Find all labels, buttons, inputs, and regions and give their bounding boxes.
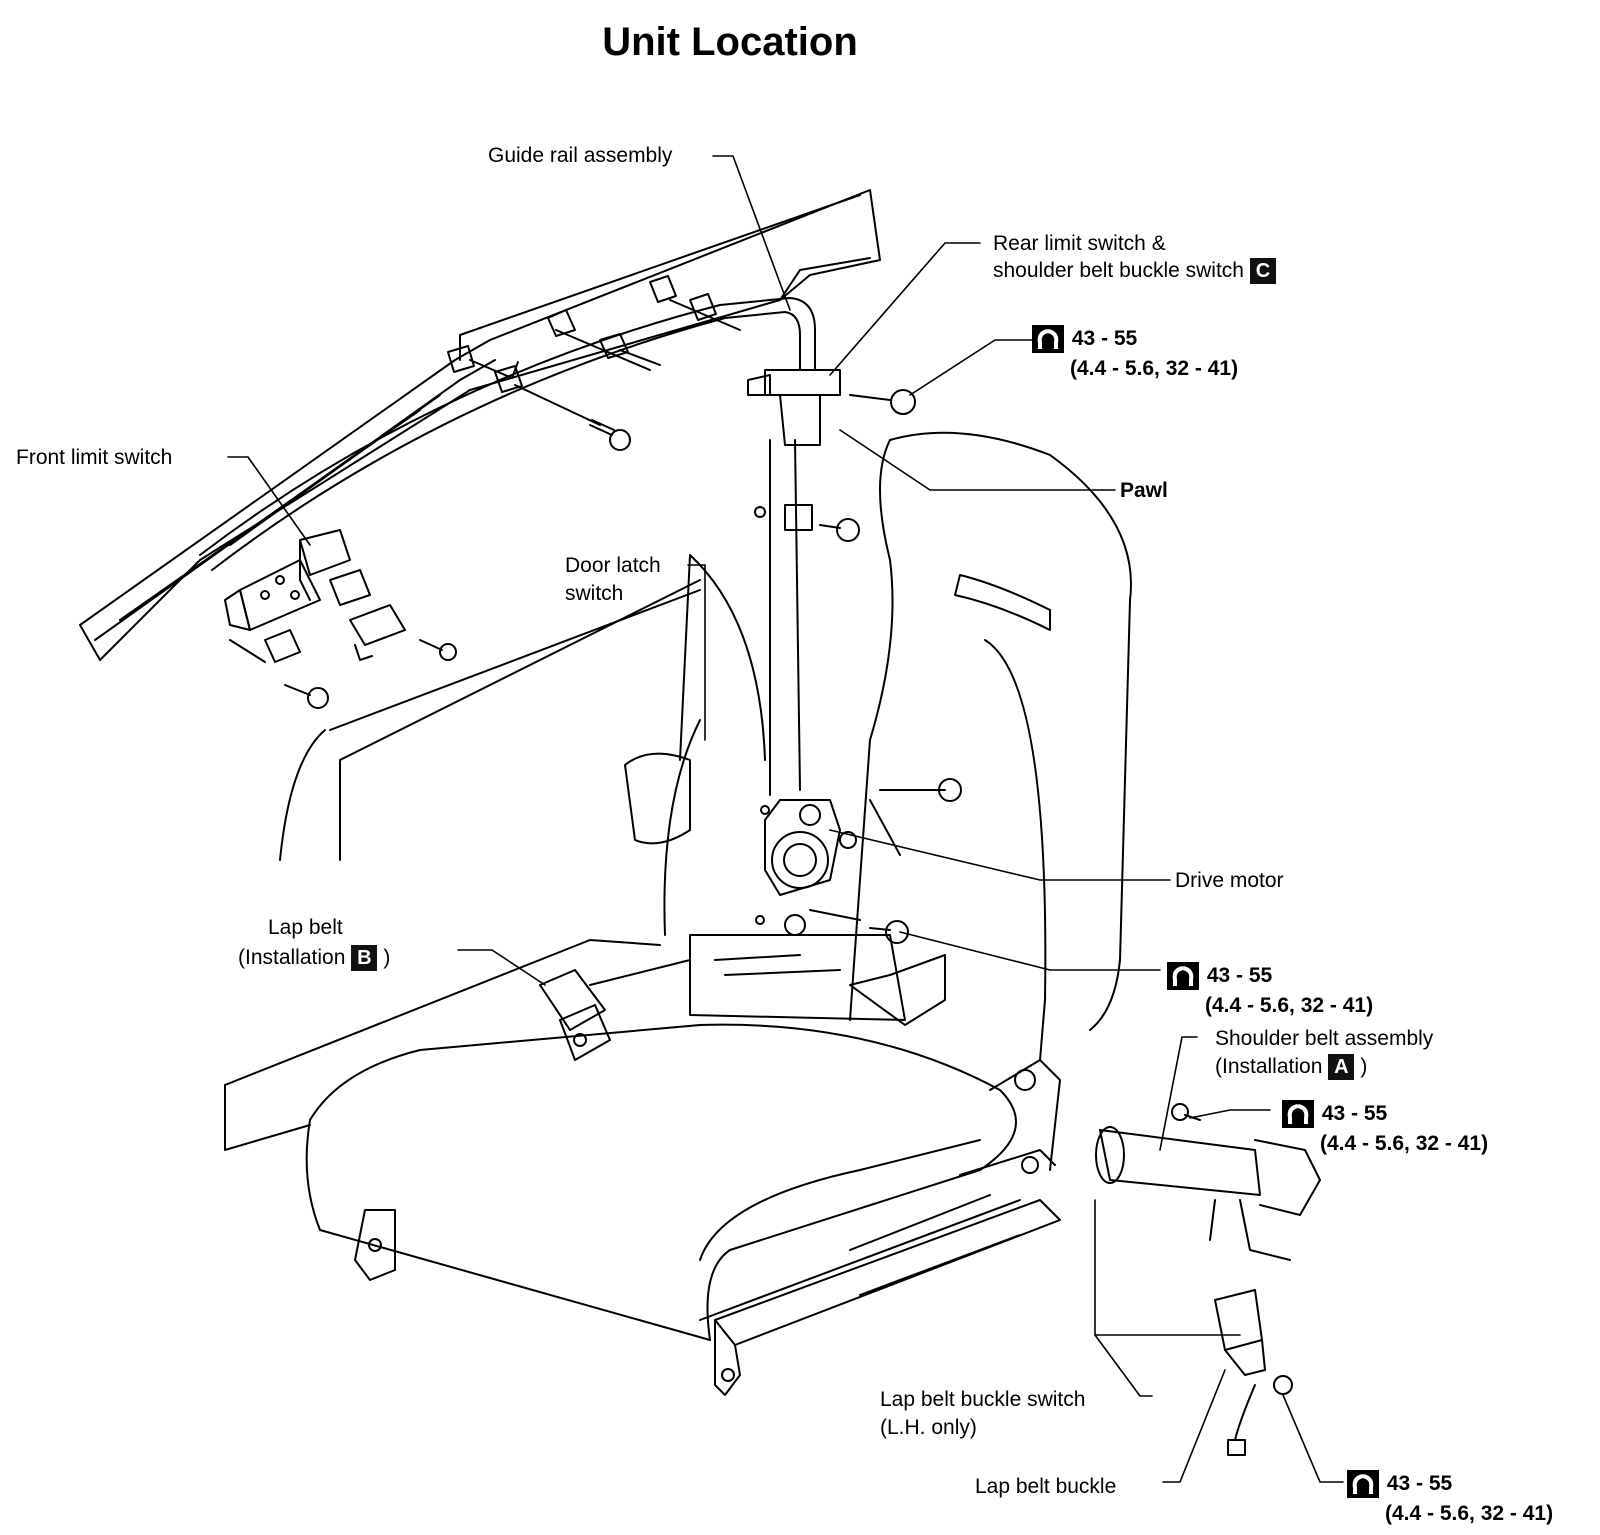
label-pawl: Pawl xyxy=(1120,479,1168,502)
lap-belt-anchor xyxy=(539,959,691,1061)
door-latch-switch-drawing xyxy=(624,554,691,845)
marker-b: B xyxy=(351,945,378,972)
torque-spec-4: 43 - 55 (4.4 - 5.6, 32 - 41) xyxy=(1345,1468,1553,1528)
torque-spec-2: 43 - 55 (4.4 - 5.6, 32 - 41) xyxy=(1165,960,1373,1020)
door-panel xyxy=(224,579,701,1151)
rail-bolt xyxy=(589,419,631,451)
torque-spec-1: 43 - 55 (4.4 - 5.6, 32 - 41) xyxy=(1030,323,1238,383)
torque-wrench-icon xyxy=(1282,1100,1314,1128)
torque-units: (4.4 - 5.6, 32 - 41) xyxy=(1070,357,1239,380)
torque-value: 43 - 55 xyxy=(1071,327,1138,350)
label-door-latch-line1: Door latch xyxy=(565,554,661,577)
drive-motor-drawing xyxy=(755,778,962,944)
label-shoulder-belt-prefix: (Installation xyxy=(1215,1055,1323,1078)
torque-value: 43 - 55 xyxy=(1321,1102,1388,1125)
label-lap-belt-line1: Lap belt xyxy=(268,916,343,939)
torque-units: (4.4 - 5.6, 32 - 41) xyxy=(1205,994,1374,1017)
seat-rails xyxy=(354,1059,1061,1396)
label-lap-buckle-switch-line1: Lap belt buckle switch xyxy=(880,1388,1086,1411)
guide-rail xyxy=(199,275,816,571)
torque-wrench-icon xyxy=(1347,1470,1379,1498)
label-lap-buckle: Lap belt buckle xyxy=(975,1475,1117,1498)
torque-units: (4.4 - 5.6, 32 - 41) xyxy=(1385,1502,1554,1525)
label-drive-motor: Drive motor xyxy=(1175,869,1284,892)
label-rear-limit-line1: Rear limit switch & xyxy=(993,232,1166,255)
diagram-title: Unit Location xyxy=(602,20,858,64)
label-rear-limit-line2: shoulder belt buckle switch xyxy=(993,259,1244,282)
seat-cushion xyxy=(305,1023,1017,1341)
torque-wrench-icon xyxy=(1167,962,1199,990)
shoulder-belt-track xyxy=(689,369,916,796)
roof-rail xyxy=(79,189,881,661)
seat-back xyxy=(663,431,1132,1061)
label-front-limit: Front limit switch xyxy=(16,446,173,469)
label-lap-belt-suffix: ) xyxy=(383,946,391,969)
marker-c: C xyxy=(1249,258,1276,285)
leader-lines xyxy=(227,155,1344,1483)
label-lap-buckle-switch-line2: (L.H. only) xyxy=(880,1416,977,1439)
marker-a: A xyxy=(1328,1054,1355,1081)
torque-wrench-icon xyxy=(1032,325,1064,353)
label-guide-rail: Guide rail assembly xyxy=(488,144,673,167)
torque-value: 43 - 55 xyxy=(1206,964,1273,987)
torque-value: 43 - 55 xyxy=(1386,1472,1453,1495)
torque-units: (4.4 - 5.6, 32 - 41) xyxy=(1320,1132,1489,1155)
label-shoulder-belt-line1: Shoulder belt assembly xyxy=(1215,1027,1434,1050)
label-shoulder-belt-suffix: ) xyxy=(1360,1055,1368,1078)
label-lap-belt-prefix: (Installation xyxy=(238,946,346,969)
label-door-latch-line2: switch xyxy=(565,582,624,605)
torque-spec-3: 43 - 55 (4.4 - 5.6, 32 - 41) xyxy=(1280,1098,1488,1158)
lap-belt-buckle-drawing xyxy=(1214,1289,1293,1456)
front-limit-switch-drawing xyxy=(224,529,457,709)
